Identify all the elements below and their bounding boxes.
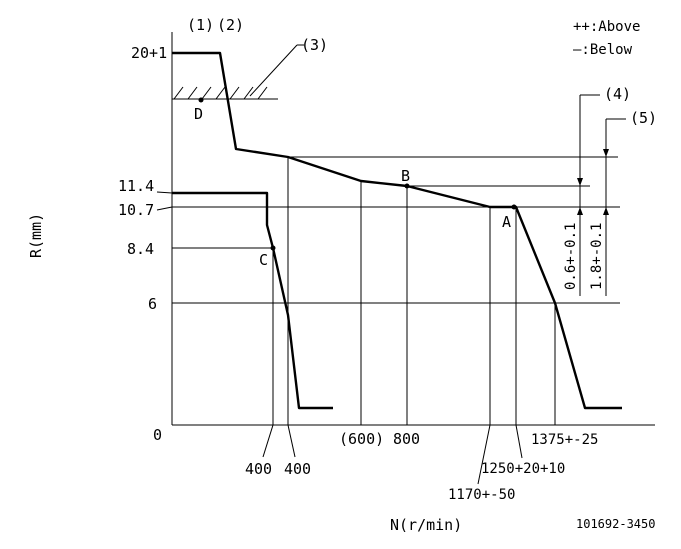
y-tick-10-7: 10.7 — [118, 201, 154, 219]
callout-3-leader — [249, 44, 298, 97]
callout-4: (4) — [604, 85, 631, 103]
x-tick-800: 800 — [393, 430, 420, 448]
x-tick-400a: 400 — [245, 460, 272, 478]
callout-5: (5) — [630, 109, 657, 127]
dimension-4 — [577, 94, 600, 296]
legend-below: —:Below — [573, 42, 633, 58]
drawing-number: 101692-3450 — [576, 517, 655, 531]
x-tick-1170: 1170+-50 — [448, 487, 515, 503]
x-tick-1250: 1250+20+10 — [481, 461, 565, 477]
dimension-5 — [603, 118, 626, 296]
tick-leader-400a — [262, 424, 274, 458]
idle-curve — [172, 191, 333, 410]
point-b-marker — [404, 183, 410, 189]
y-axis-title: R(mm) — [27, 213, 45, 258]
point-d-label: D — [194, 105, 203, 123]
x-tick-600: (600) — [339, 430, 384, 448]
point-a-label: A — [502, 213, 511, 231]
y-tick-8-4: 8.4 — [127, 240, 154, 258]
tick-leader-400b — [287, 424, 296, 458]
leader-11-4 — [156, 191, 173, 194]
dimension-4-value: 0.6+-0.1 — [563, 223, 579, 290]
x-tick-1375: 1375+-25 — [531, 432, 598, 448]
leader-10-7 — [156, 206, 173, 211]
x-tick-400b: 400 — [284, 460, 311, 478]
callout-2: (2) — [217, 16, 244, 34]
point-b-label: B — [401, 167, 410, 185]
callout-3: (3) — [301, 36, 328, 54]
x-axis-title: N(r/min) — [390, 516, 462, 534]
point-a-marker — [511, 204, 517, 210]
dimension-5-value: 1.8+-0.1 — [589, 223, 605, 290]
tick-leader-1250 — [515, 424, 523, 459]
callout-1: (1) — [187, 16, 214, 34]
y-tick-0: 0 — [153, 426, 162, 444]
point-c-marker — [270, 245, 276, 251]
point-c-label: C — [259, 251, 268, 269]
y-tick-6: 6 — [148, 295, 157, 313]
legend-above: ++:Above — [573, 19, 640, 35]
y-tick-20: 20+1 — [131, 44, 167, 62]
stopper-hatch — [172, 86, 278, 100]
tick-leader-1170 — [477, 424, 491, 485]
y-tick-11-4: 11.4 — [118, 177, 154, 195]
